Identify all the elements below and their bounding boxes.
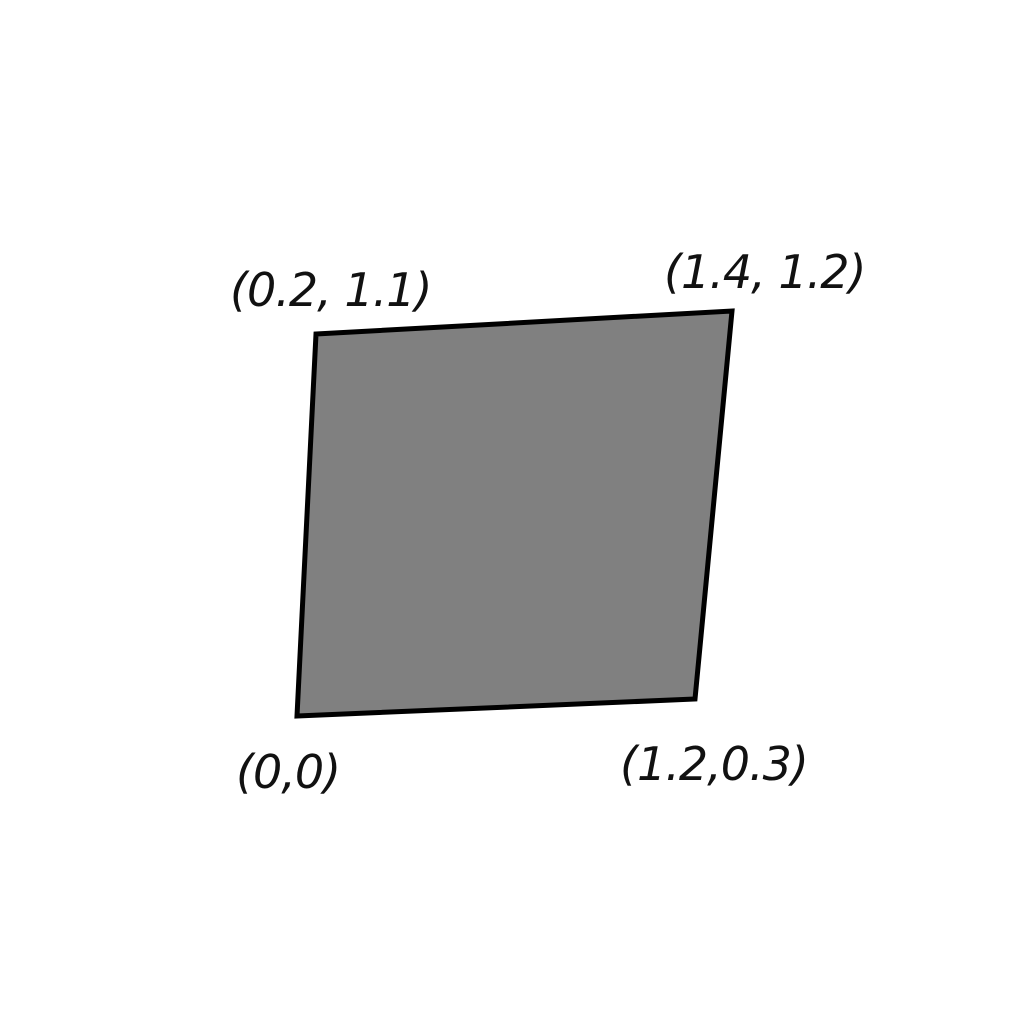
vertex-label-top-right: (1.4, 1.2) (664, 245, 865, 299)
vertex-label-origin: (0,0) (236, 745, 340, 799)
vertex-label-top-left: (0.2, 1.1) (230, 263, 431, 317)
parallelogram-shape (294, 308, 735, 719)
vertex-label-bottom-right: (1.2,0.3) (620, 737, 808, 791)
